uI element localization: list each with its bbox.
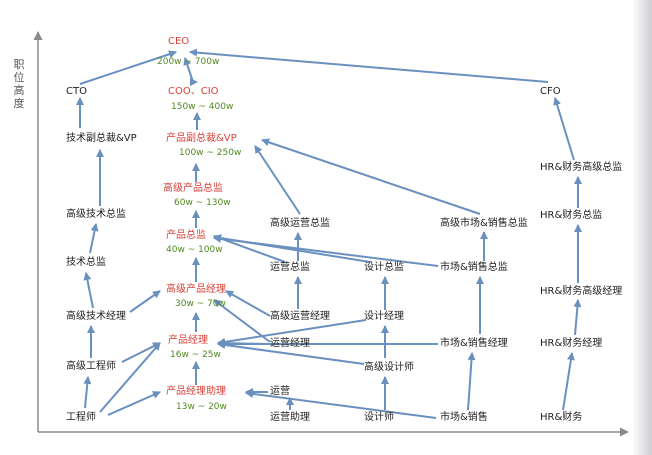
node-product-director: 产品总监 <box>166 230 206 241</box>
salary-product-vp: 100w ~ 250w <box>179 148 242 158</box>
arrow-mktdir-pd <box>213 234 439 267</box>
node-ops-manager: 运营经理 <box>270 338 310 349</box>
arrow-sreng-pm <box>121 342 161 363</box>
node-hr-manager: HR&财务经理 <box>540 338 603 349</box>
arrow-eng-sreng <box>83 376 92 409</box>
arrow-mkt-mktmgr <box>467 352 476 411</box>
arrow-techdir-srtechdir <box>89 223 99 254</box>
node-design-director: 设计总监 <box>364 262 404 273</box>
arrow-hr-hrmgr <box>562 352 575 411</box>
node-product-manager: 产品经理 <box>168 335 208 346</box>
arrow-eng-pm <box>99 342 161 413</box>
arrow-coo-ceo <box>183 57 194 83</box>
arrow-srops-srpm <box>225 290 271 317</box>
node-hr-director: HR&财务总监 <box>540 210 603 221</box>
node-design-manager: 设计经理 <box>364 311 404 322</box>
node-hr-senior-manager: HR&财务高级经理 <box>540 286 623 297</box>
arrow-opsmgr-srpm <box>213 299 271 343</box>
salary-ceo: 200w ~ 700w <box>157 57 220 67</box>
node-hr-senior-director: HR&财务高级总监 <box>540 162 623 173</box>
node-senior-ops-director: 高级运营总监 <box>270 218 330 229</box>
arrow-hrmgr-hrsrmgr <box>573 299 582 336</box>
arrow-hrsrdir-cfo <box>553 97 575 161</box>
salary-product-director: 40w ~ 100w <box>166 245 223 255</box>
page-edge-shadow <box>632 0 652 455</box>
node-senior-tech-director: 高级技术总监 <box>66 209 126 220</box>
arrow-srdesigner-pm <box>217 340 365 365</box>
node-senior-product-manager: 高级产品经理 <box>166 284 226 295</box>
node-senior-engineer: 高级工程师 <box>66 361 116 372</box>
arrow-srtechmgr-srpm <box>129 290 161 313</box>
node-ops-director: 运营总监 <box>270 262 310 273</box>
y-axis-label: 职位高度 <box>13 58 25 110</box>
node-hr: HR&财务 <box>540 412 583 423</box>
node-ops: 运营 <box>270 386 290 397</box>
node-marketing: 市场&销售 <box>440 412 488 423</box>
node-cfo: CFO <box>540 86 561 97</box>
node-ceo: CEO <box>168 36 190 47</box>
arrow-cto-ceo <box>79 50 177 85</box>
node-senior-ops-manager: 高级运营经理 <box>270 311 330 322</box>
node-senior-marketing-director: 高级市场&销售总监 <box>440 218 528 229</box>
arrow-cfo-ceo <box>189 48 549 83</box>
node-senior-designer: 高级设计师 <box>364 362 414 373</box>
arrow-eng-assistant <box>107 391 161 416</box>
arrow-srops-pvp <box>254 145 301 215</box>
node-product-assistant: 产品经理助理 <box>166 386 226 397</box>
salary-product-manager: 16w ~ 25w <box>170 350 221 360</box>
node-engineer: 工程师 <box>66 412 96 423</box>
node-senior-product-director: 高级产品总监 <box>163 183 223 194</box>
node-tech-vp: 技术副总裁&VP <box>66 133 137 144</box>
node-designer: 设计师 <box>364 412 394 423</box>
salary-coo-cio: 150w ~ 400w <box>171 102 234 112</box>
salary-senior-product-manager: 30w ~ 70w <box>175 299 226 309</box>
node-cto: CTO <box>66 86 87 97</box>
node-tech-director: 技术总监 <box>66 257 106 268</box>
arrow-srmkt-pvp <box>261 138 481 215</box>
arrow-mkt-assistant <box>245 389 437 419</box>
node-senior-tech-manager: 高级技术经理 <box>66 311 126 322</box>
arrow-srtechmgr-techdir <box>83 272 94 309</box>
node-ops-assistant: 运营助理 <box>270 412 310 423</box>
node-product-vp: 产品副总裁&VP <box>166 133 237 144</box>
node-marketing-director: 市场&销售总监 <box>440 262 508 273</box>
node-coo-cio: COO、CIO <box>168 86 219 97</box>
salary-senior-product-director: 60w ~ 130w <box>174 198 231 208</box>
arrow-designmgr-pm <box>217 319 367 346</box>
node-marketing-manager: 市场&销售经理 <box>440 338 508 349</box>
salary-product-assistant: 13w ~ 20w <box>176 402 227 412</box>
